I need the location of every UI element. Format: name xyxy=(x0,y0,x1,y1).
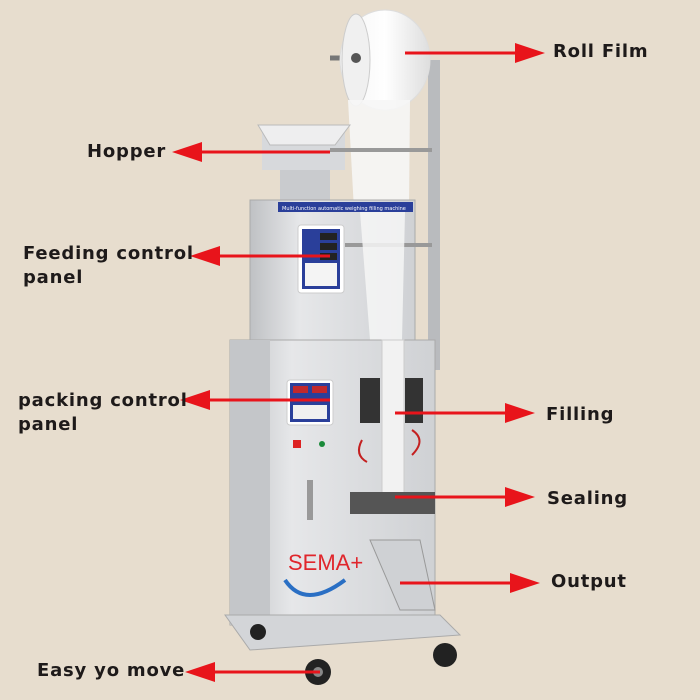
pointer-arrows xyxy=(172,43,545,682)
brand-logo: SEMA+ xyxy=(288,550,363,575)
label-packing-control-panel: packing control panel xyxy=(18,389,188,437)
label-output: Output xyxy=(551,571,627,592)
base-with-wheels xyxy=(224,614,462,685)
label-easy-to-move: Easy yo move xyxy=(37,660,186,681)
support-post xyxy=(428,60,440,370)
label-feeding-control-panel: Feeding control panel xyxy=(23,242,194,290)
label-roll-film: Roll Film xyxy=(553,41,649,62)
label-filling: Filling xyxy=(546,404,615,425)
hopper xyxy=(257,124,432,205)
label-sealing: Sealing xyxy=(547,488,628,509)
weighing-unit: Multi-function automatic weighing fillin… xyxy=(249,199,432,341)
label-line: Feeding control xyxy=(23,243,194,264)
label-hopper: Hopper xyxy=(87,141,167,162)
top-strip-text: Multi-function automatic weighing fillin… xyxy=(282,206,406,212)
label-line: panel xyxy=(23,267,84,288)
packing-unit: SEMA+ xyxy=(229,339,436,626)
label-line: packing control xyxy=(18,390,188,411)
label-line: panel xyxy=(18,414,79,435)
